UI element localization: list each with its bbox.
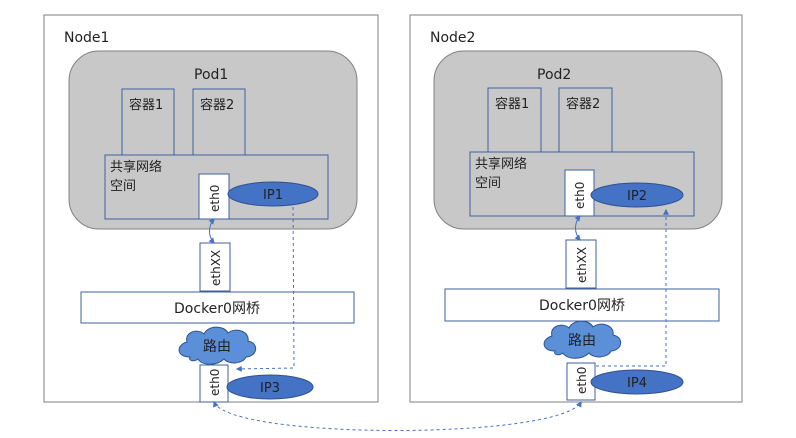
node-2-netns-line-2: 空间 xyxy=(475,176,501,191)
node-1-veth-label: ethXX xyxy=(209,250,223,286)
node-1-container-1-label: 容器1 xyxy=(129,97,163,113)
node-1-container-2-label: 容器2 xyxy=(200,97,234,113)
node-2-container-2-label: 容器2 xyxy=(566,96,600,112)
node-1-veth xyxy=(199,242,231,292)
node-1-route-label: 路由 xyxy=(203,339,231,355)
node-1-ip3-label: IP3 xyxy=(260,381,280,396)
node-1-pod-to-veth-link xyxy=(208,218,215,244)
node-1-pod-eth0-label: eth0 xyxy=(208,185,222,212)
node-2-route-cloud xyxy=(543,320,622,359)
node-1-ip3-ellipse xyxy=(226,374,314,400)
node-1-host-eth0-label: eth0 xyxy=(208,369,222,396)
node-1: Node1 Pod1 容器1 容器2 共享网络 空间 eth0 IP1 ethX… xyxy=(43,14,379,403)
node-1-route-cloud xyxy=(178,326,257,365)
node-1-title: Node1 xyxy=(64,30,109,46)
node-1-ip1-to-host-link xyxy=(235,200,295,372)
node-2-route-label: 路由 xyxy=(568,333,596,349)
node-2-ip4-label: IP4 xyxy=(627,376,647,391)
node-2-ip2-label: IP2 xyxy=(627,189,647,204)
node-1-host-eth0 xyxy=(199,364,229,403)
pod-1-title: Pod1 xyxy=(194,67,228,83)
node-1-docker0-label: Docker0网桥 xyxy=(174,301,260,317)
node-2-container-1-label: 容器1 xyxy=(495,96,529,112)
pod-2-title: Pod2 xyxy=(537,67,571,83)
node-1-container-2 xyxy=(192,88,246,156)
node-2-host-eth0-label: eth0 xyxy=(575,367,589,394)
node-1-ip1-label: IP1 xyxy=(263,188,283,203)
node-1-docker0-bridge xyxy=(80,291,355,324)
node-2-container-1 xyxy=(487,87,542,155)
node-2-pod-eth0-label: eth0 xyxy=(573,182,587,209)
node-2-ip4-ellipse xyxy=(590,369,684,395)
node-1-container-1 xyxy=(121,88,175,156)
node-1-netns-line-1: 共享网络 xyxy=(110,159,162,175)
node-2-veth-label: ethXX xyxy=(575,247,589,283)
node-2-ip2-ellipse xyxy=(590,182,684,208)
cross-node-link xyxy=(213,400,582,431)
node-2-title: Node2 xyxy=(430,30,475,46)
node-2-container-2 xyxy=(558,87,613,155)
node-2-pod-to-veth-link xyxy=(574,215,581,241)
node-2-host-to-ip2-link xyxy=(596,208,669,367)
node-1-netns-line-2: 空间 xyxy=(110,179,136,194)
node-2-netns-line-1: 共享网络 xyxy=(475,156,527,172)
node-2-veth xyxy=(565,239,597,289)
node-1-ip1-ellipse xyxy=(227,181,319,207)
node-2: Node2 Pod2 容器1 容器2 共享网络 空间 eth0 IP2 ethX… xyxy=(409,14,743,403)
node-2-docker0-label: Docker0网桥 xyxy=(539,298,625,314)
